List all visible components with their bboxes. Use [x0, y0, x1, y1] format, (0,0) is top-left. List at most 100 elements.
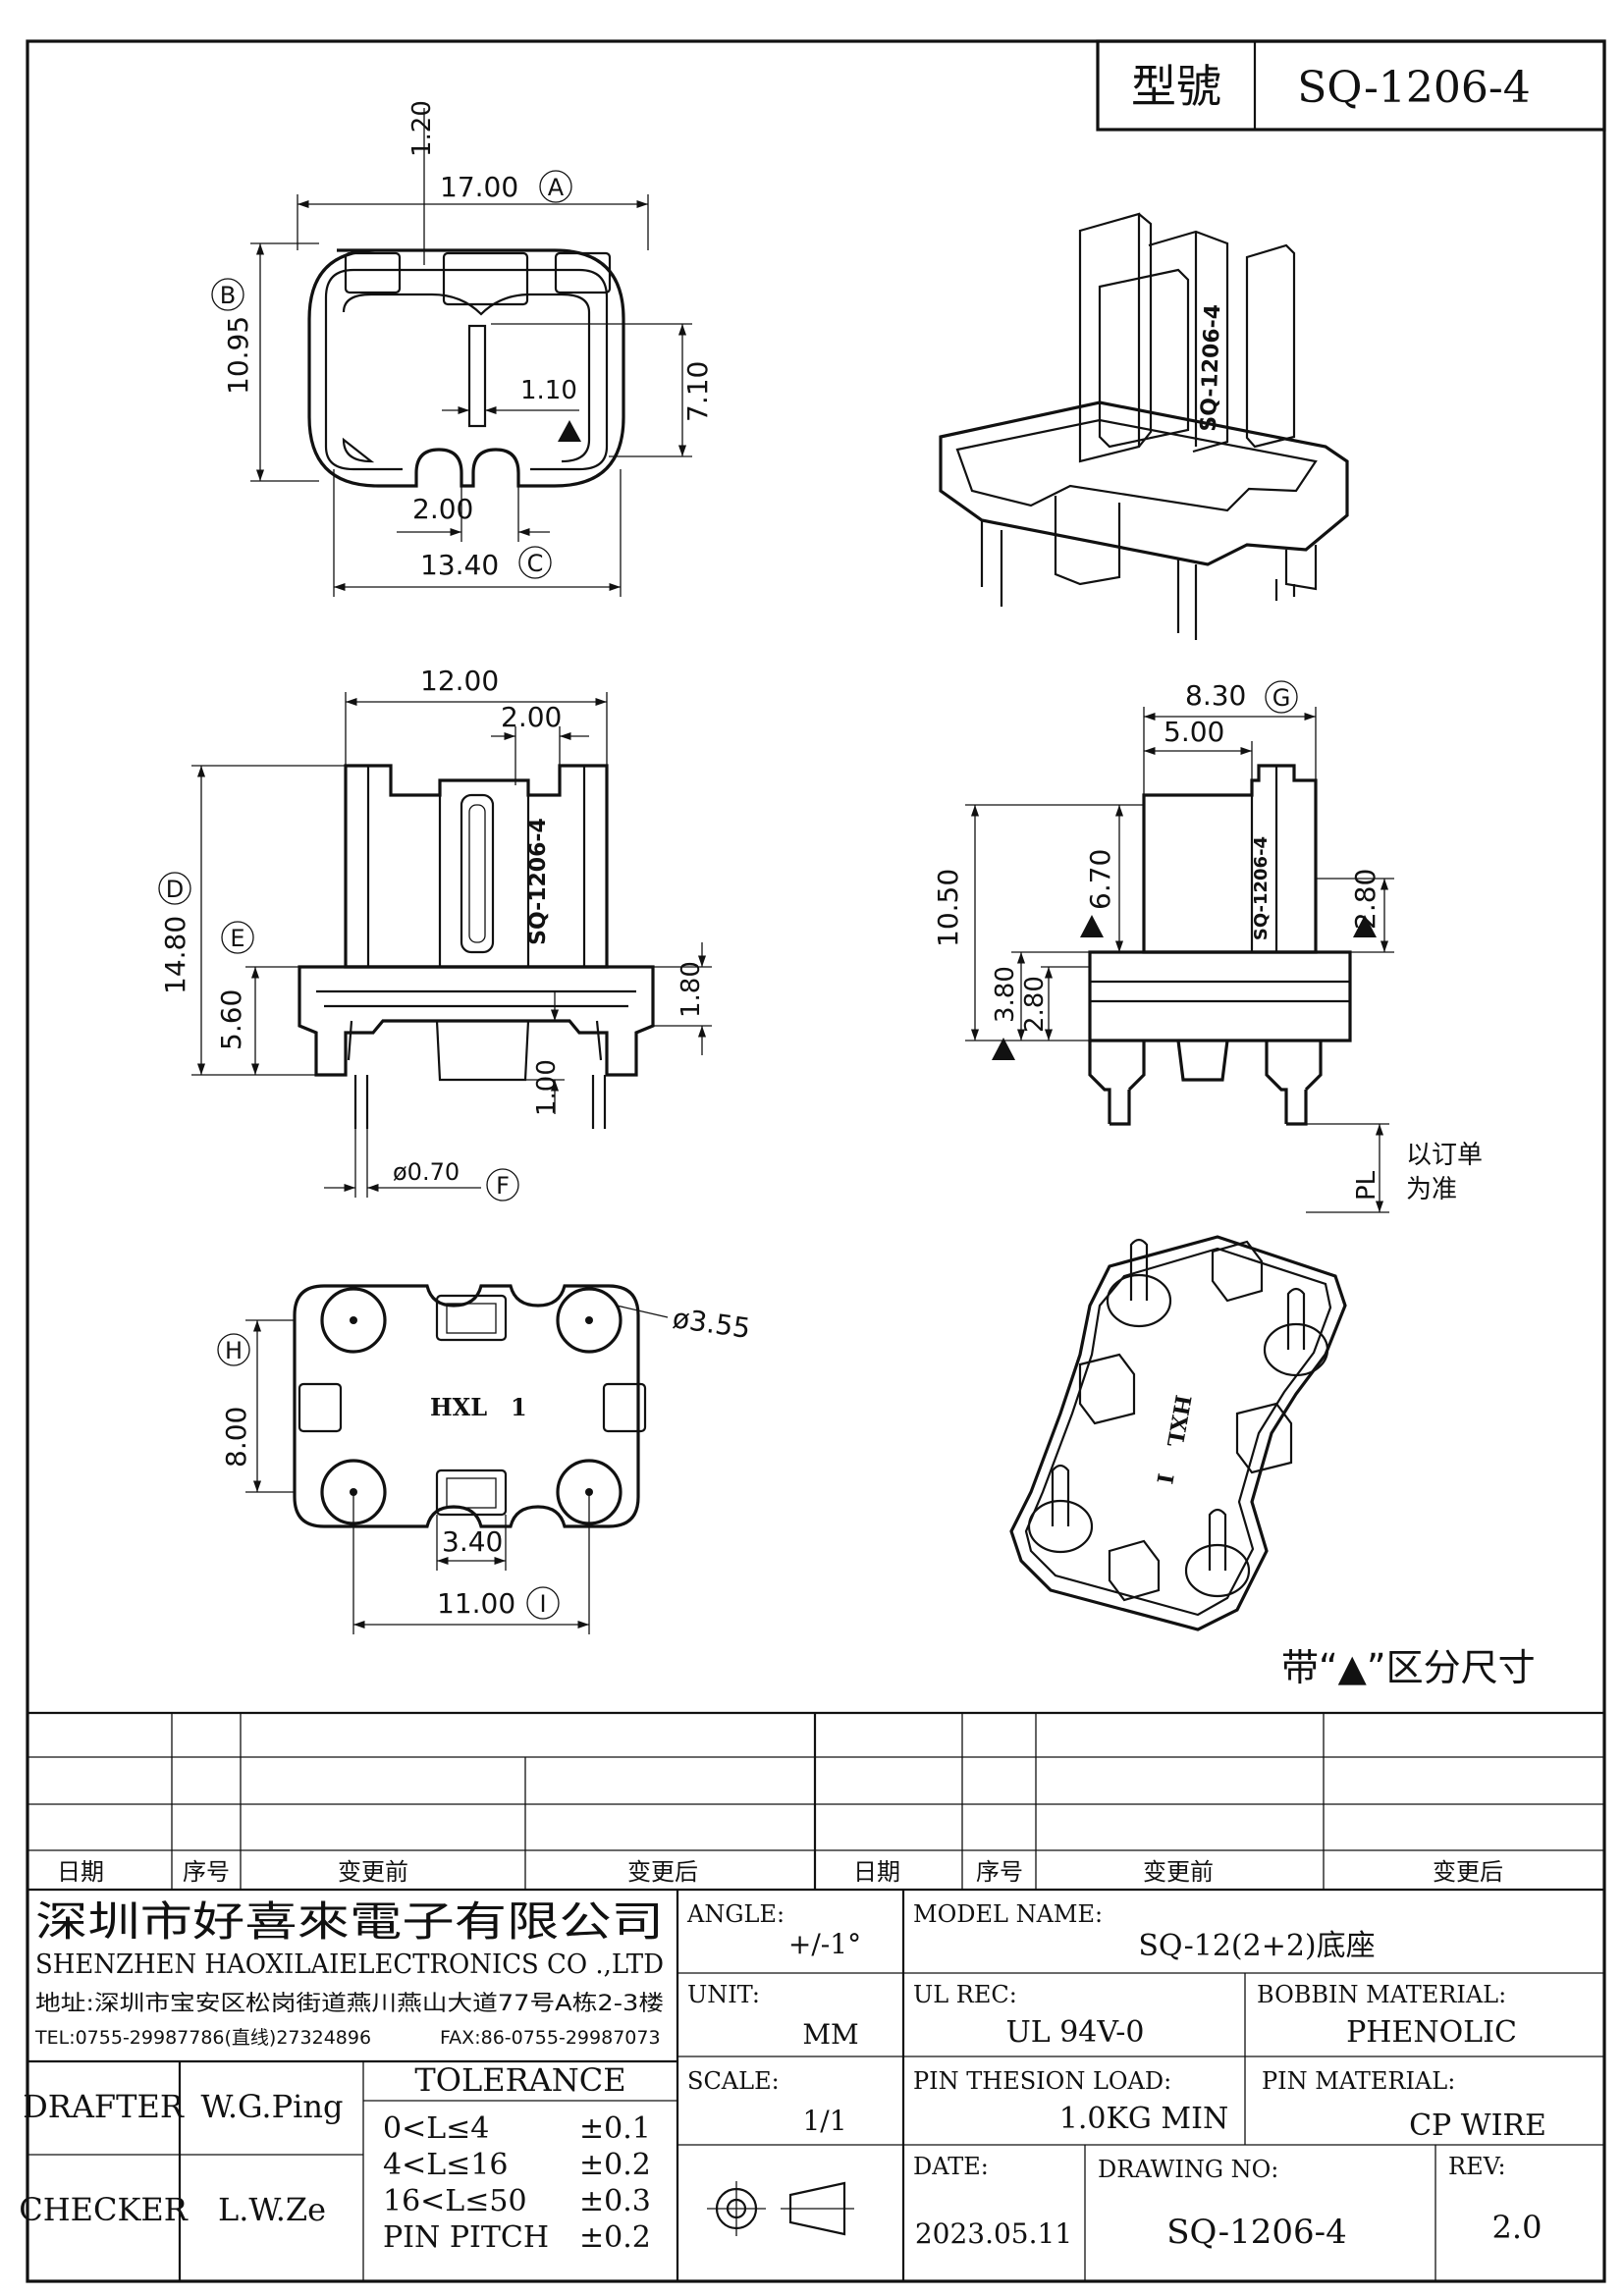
- checker-label: CHECKER: [19, 2191, 189, 2228]
- rev-header-before-1: 变更前: [338, 1858, 408, 1886]
- drafter-name: W.G.Ping: [201, 2088, 344, 2125]
- model-header: 型號 SQ-1206-4: [1096, 39, 1606, 132]
- revision-table: 日期 序号 变更前 变更后 日期 序号 变更前 变更后: [27, 1711, 1604, 1892]
- date-value: 2023.05.11: [915, 2217, 1072, 2250]
- pin-load-value: 1.0KG MIN: [1059, 2102, 1228, 2136]
- iso-view-bottom: HXL I: [1009, 1235, 1347, 1631]
- rev-header-date-1: 日期: [57, 1858, 104, 1886]
- iso-one: I: [1151, 1471, 1177, 1486]
- dim-pl: PL: [1352, 1170, 1381, 1201]
- unit-label: UNIT:: [687, 1981, 760, 2008]
- checker-name: L.W.Ze: [218, 2191, 326, 2228]
- angle-label: ANGLE:: [686, 1900, 785, 1928]
- dim-tag-h: H: [225, 1337, 243, 1364]
- ul-label: UL REC:: [913, 1981, 1017, 2008]
- company-tel: TEL:0755-29987786(直线)27324896: [34, 2027, 371, 2049]
- dim-13-40: 13.40: [420, 549, 499, 581]
- company-address: 地址:深圳市宝安区松岗街道燕川燕山大道77号A栋2-3楼: [35, 1992, 664, 2016]
- dim-3-80: 3.80: [991, 966, 1020, 1023]
- company-cn: 深圳市好喜來電子有限公司: [35, 1897, 664, 1946]
- rev-header-after-2: 变更后: [1433, 1858, 1503, 1886]
- triangle-note: 带“▲”区分尺寸: [1281, 1646, 1536, 1689]
- projection-symbol-icon: [707, 2181, 854, 2236]
- side-mark: SQ-1206-4: [1251, 836, 1272, 940]
- dim-1-10: 1.10: [520, 376, 577, 405]
- dim-pin-dia: ø0.70: [393, 1158, 460, 1186]
- top-view: 1.20 17.00 A B 10.95 7.10 1.10 2.00 13.4…: [211, 100, 714, 597]
- dim-6-70: 6.70: [1084, 849, 1116, 910]
- drawing-no-label: DRAWING NO:: [1098, 2156, 1278, 2183]
- dim-8-00: 8.00: [220, 1407, 252, 1468]
- bottom-view: HXL 1 H 8.00 ø3.55 3.40 11.00 I: [217, 1284, 752, 1634]
- tolerance-value-4: ±0.2: [579, 2220, 651, 2255]
- dim-5-60: 5.60: [215, 989, 247, 1050]
- rev-header-no-1: 序号: [183, 1858, 230, 1886]
- side-view: SQ-1206-4 8.30 G 5.00 10.50 6.70 2.80 3.…: [932, 679, 1483, 1213]
- ul-value: UL 94V-0: [1005, 2015, 1144, 2050]
- rev-header-no-2: 序号: [976, 1858, 1023, 1886]
- date-label: DATE:: [913, 2153, 989, 2180]
- unit-value: MM: [802, 2018, 858, 2051]
- bottom-hxl: HXL: [430, 1393, 487, 1421]
- tolerance-range-2: 4<L≤16: [383, 2148, 508, 2182]
- model-label: 型號: [1131, 60, 1221, 113]
- company-en: SHENZHEN HAOXILAIELECTRONICS CO .,LTD: [35, 1949, 664, 1980]
- dim-2-00-top: 2.00: [412, 493, 473, 525]
- dim-8-30: 8.30: [1185, 679, 1246, 712]
- front-view: SQ-1206-4 12.00 2.00 D 14.80 E 5.60 1: [158, 665, 712, 1201]
- bottom-one: 1: [511, 1393, 527, 1421]
- iso-mark: SQ-1206-4: [1197, 303, 1226, 432]
- dim-7-10: 7.10: [681, 361, 714, 422]
- dim-tag-i: I: [539, 1590, 546, 1618]
- dim-1-00: 1.00: [532, 1059, 562, 1116]
- angle-value: +/-1°: [788, 1928, 861, 1960]
- pin-material-value: CP WIRE: [1409, 2109, 1546, 2143]
- dim-5-00: 5.00: [1164, 716, 1224, 748]
- pl-note-line2: 为准: [1406, 1175, 1457, 1204]
- company-fax: FAX:86-0755-29987073: [440, 2027, 661, 2049]
- scale-value: 1/1: [802, 2105, 846, 2137]
- model-value: SQ-1206-4: [1297, 63, 1531, 113]
- dim-3-40: 3.40: [442, 1525, 503, 1558]
- tolerance-value-3: ±0.3: [579, 2184, 651, 2218]
- dim-10-95: 10.95: [222, 316, 254, 395]
- pin-load-label: PIN THESION LOAD:: [913, 2067, 1171, 2095]
- drawing-no-value: SQ-1206-4: [1166, 2213, 1347, 2252]
- model-name-value: SQ-12(2+2)底座: [1138, 1929, 1375, 1963]
- dim-3-55: ø3.55: [671, 1302, 752, 1345]
- model-name-label: MODEL NAME:: [913, 1900, 1103, 1928]
- sheet-border: [26, 39, 1606, 2283]
- rev-value: 2.0: [1492, 2209, 1543, 2246]
- tolerance-range-3: 16<L≤50: [383, 2184, 527, 2218]
- iso-hxl: HXL: [1162, 1393, 1196, 1449]
- bobbin-label: BOBBIN MATERIAL:: [1257, 1981, 1506, 2008]
- dim-2-00-front: 2.00: [501, 701, 562, 733]
- tolerance-title: TOLERANCE: [414, 2061, 625, 2099]
- dim-10-50: 10.50: [932, 869, 964, 947]
- rev-header-date-2: 日期: [853, 1858, 900, 1886]
- dim-tag-a: A: [548, 174, 565, 201]
- front-mark: SQ-1206-4: [526, 818, 551, 945]
- iso-view-top: SQ-1206-4: [939, 212, 1349, 640]
- dim-tag-b: B: [220, 282, 236, 309]
- tolerance-range-4: PIN PITCH: [383, 2220, 549, 2255]
- title-block: 深圳市好喜來電子有限公司 SHENZHEN HAOXILAIELECTRONIC…: [19, 1890, 1604, 2281]
- rev-label: REV:: [1448, 2153, 1506, 2180]
- dim-tag-e: E: [230, 925, 244, 952]
- dim-tag-g: G: [1272, 684, 1291, 712]
- rev-header-after-1: 变更后: [627, 1858, 698, 1886]
- drafter-label: DRAFTER: [23, 2088, 185, 2125]
- dim-tag-c: C: [527, 550, 544, 577]
- scale-label: SCALE:: [687, 2067, 780, 2095]
- tolerance-range-1: 0<L≤4: [383, 2111, 489, 2146]
- dim-1-20: 1.20: [407, 100, 437, 157]
- tolerance-value-1: ±0.1: [579, 2111, 651, 2146]
- dim-12-00: 12.00: [420, 665, 499, 697]
- dim-14-80: 14.80: [159, 916, 191, 994]
- rev-header-before-2: 变更前: [1143, 1858, 1214, 1886]
- pin-material-label: PIN MATERIAL:: [1262, 2067, 1455, 2095]
- dim-tag-f: F: [496, 1172, 510, 1200]
- dim-11-00: 11.00: [437, 1587, 515, 1620]
- dim-tag-d: D: [166, 876, 184, 903]
